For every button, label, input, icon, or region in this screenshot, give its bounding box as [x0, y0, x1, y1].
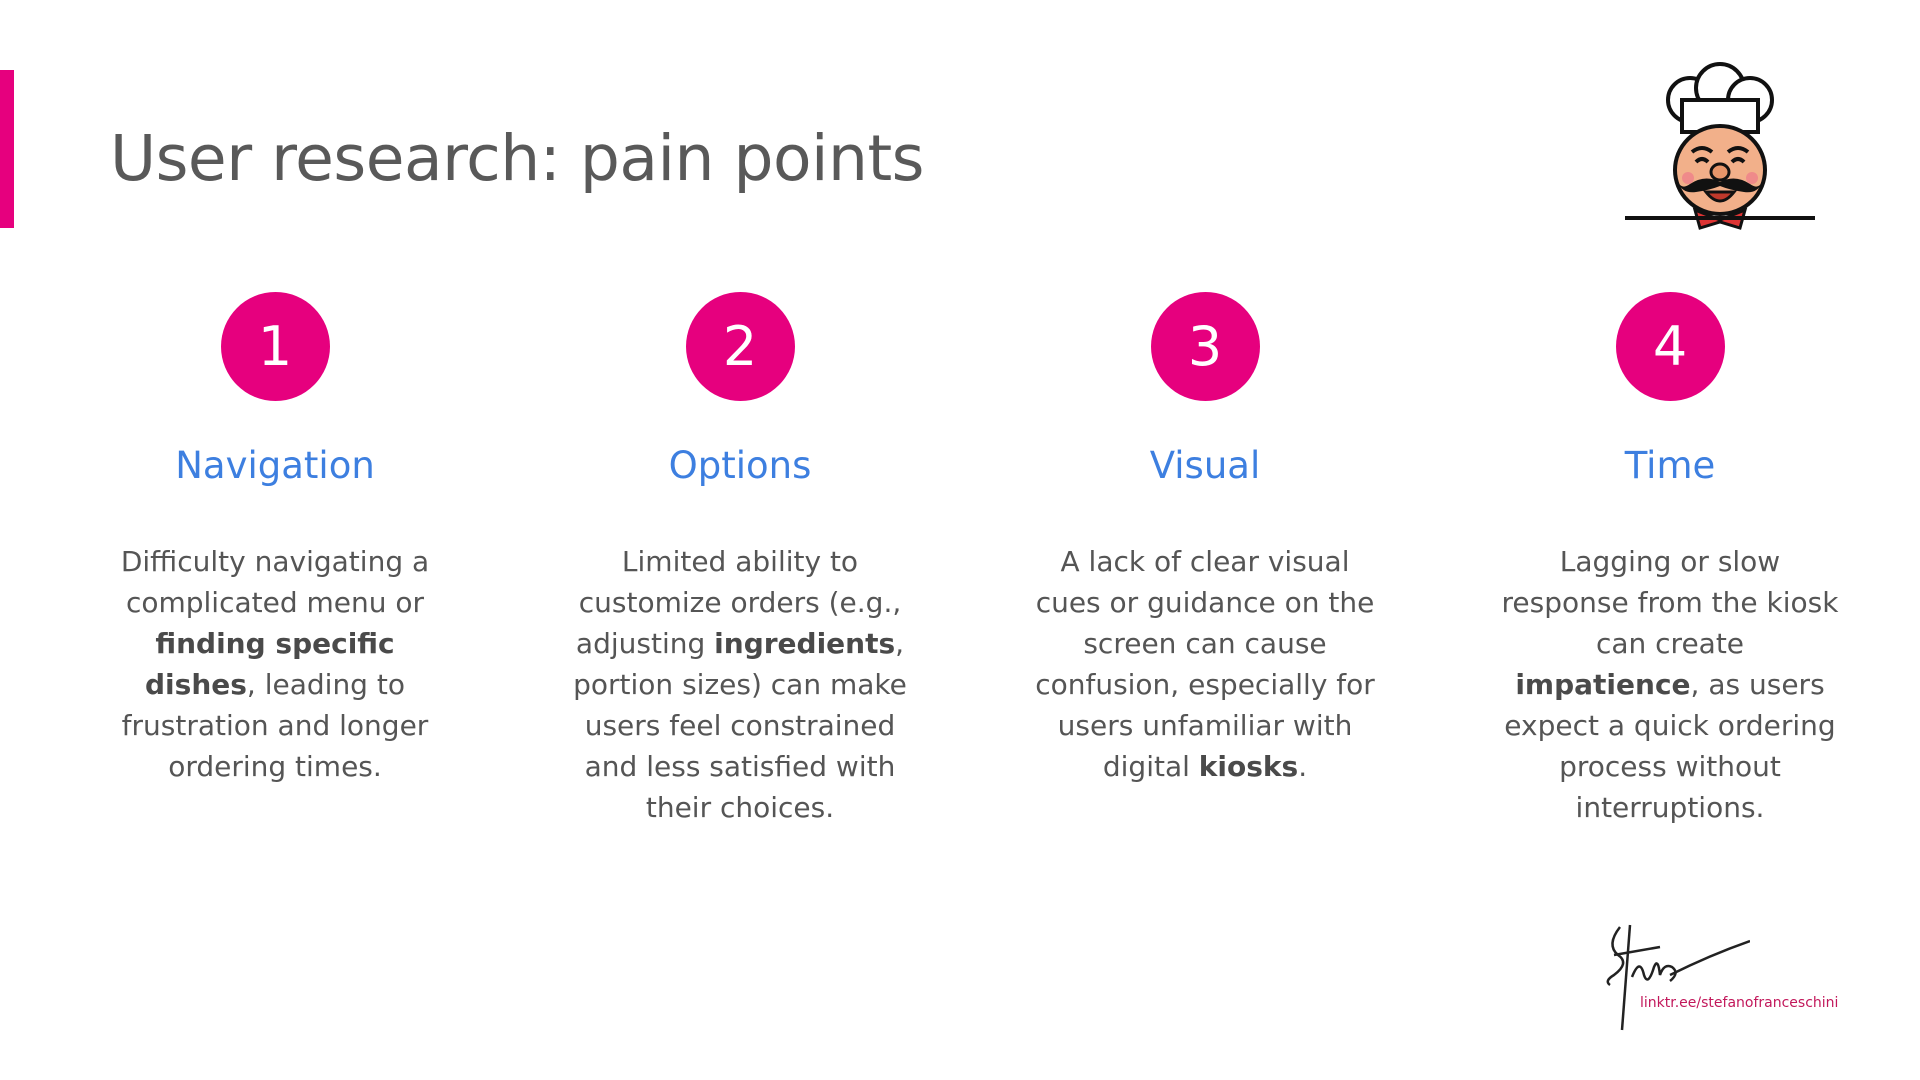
pain-point-description: Lagging or slow response from the kiosk … — [1500, 541, 1840, 828]
body-text: Difficulty navigating a complicated menu… — [120, 545, 430, 619]
pain-point-title: Visual — [1149, 444, 1261, 487]
number-badge: 4 — [1615, 292, 1725, 401]
pain-point-description: Difficulty navigating a complicated menu… — [105, 541, 445, 787]
pain-point-description: A lack of clear visual cues or guidance … — [1035, 541, 1375, 787]
pain-point-title: Options — [668, 444, 812, 487]
emphasis-text: finding specific dishes — [145, 627, 395, 701]
chef-mascot-icon — [1625, 62, 1815, 230]
pain-point-title: Time — [1624, 444, 1716, 487]
pain-point-time: 4 Time Lagging or slow response from the… — [1480, 292, 1860, 828]
pain-point-navigation: 1 Navigation Difficulty navigating a com… — [85, 292, 465, 787]
emphasis-text: impatience — [1515, 668, 1691, 701]
emphasis-text: kiosks — [1198, 750, 1299, 783]
pain-point-options: 2 Options Limited ability to customize o… — [550, 292, 930, 828]
emphasis-text: ingredients — [714, 627, 896, 660]
body-text: A lack of clear visual cues or guidance … — [1035, 545, 1375, 783]
number-badge: 1 — [220, 292, 330, 401]
body-text: , as users expect a quick ordering proce… — [1504, 668, 1836, 824]
pain-point-visual: 3 Visual A lack of clear visual cues or … — [1015, 292, 1395, 787]
pain-point-title: Navigation — [175, 444, 375, 487]
number-badge: 2 — [685, 292, 795, 401]
body-text: Lagging or slow response from the kiosk … — [1501, 545, 1839, 660]
body-text: Limited ability to customize orders (e.g… — [575, 545, 902, 660]
body-text: . — [1298, 750, 1308, 783]
pain-point-description: Limited ability to customize orders (e.g… — [570, 541, 910, 828]
body-text: , portion sizes) can make users feel con… — [573, 627, 907, 824]
page-title: User research: pain points — [110, 122, 924, 195]
linktree-link[interactable]: linktr.ee/stefanofranceschini — [1640, 995, 1839, 1011]
body-text: , leading to frustration and longer orde… — [121, 668, 429, 783]
signature-icon — [1606, 924, 1750, 1031]
accent-bar — [0, 70, 14, 228]
number-badge: 3 — [1150, 292, 1260, 401]
